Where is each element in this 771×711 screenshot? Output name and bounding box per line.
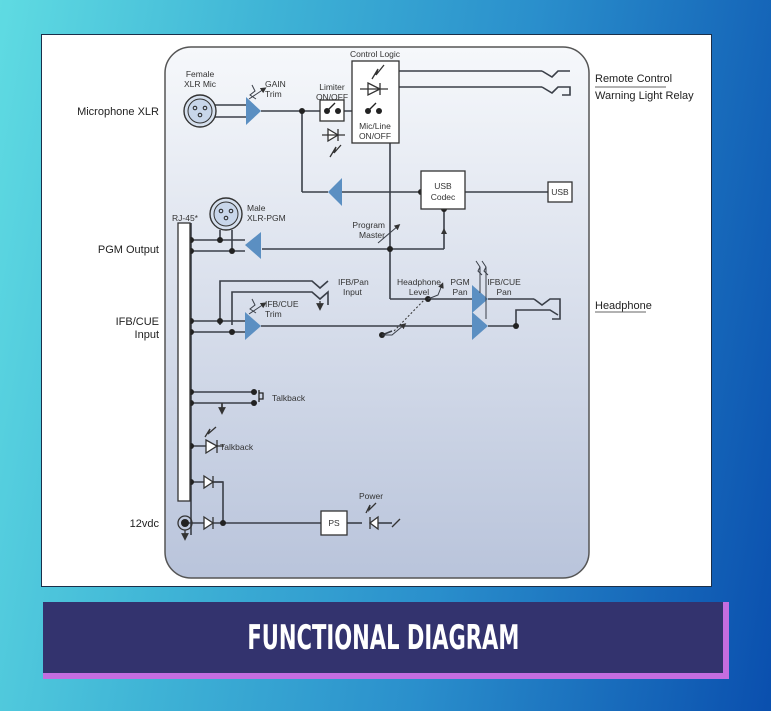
male-xlr-connector-icon [209, 197, 243, 231]
limiter-switch-icon[interactable] [319, 99, 345, 122]
label-female-xlr-2: XLR Mic [184, 79, 217, 89]
pgm-output-amplifier-icon [245, 232, 261, 259]
label-mic-line-1: Mic/Line [359, 121, 391, 131]
label-female-xlr-1: Female [186, 69, 215, 79]
label-mic-line-2: ON/OFF [359, 131, 391, 141]
device-panel [164, 46, 590, 579]
label-talkback-switch: Talkback [272, 393, 306, 403]
label-usb-codec-1: USB [434, 181, 452, 191]
rj45-connector [177, 222, 191, 502]
label-control-logic: Control Logic [350, 49, 401, 59]
diagram-card: Microphone XLR PGM Output IFB/CUE Input … [41, 34, 712, 587]
label-talkback-led: Talkback [220, 442, 254, 452]
label-ifb-pan-2: Input [343, 287, 363, 297]
power-supply-block [320, 510, 348, 536]
label-12vdc: 12vdc [130, 518, 160, 530]
dc-power-jack-icon [177, 515, 193, 541]
label-ifb-cue-trim-1: IFB/CUE [265, 299, 299, 309]
talkback-led-icon [204, 426, 224, 455]
label-limiter-2: ON/OFF [316, 92, 348, 102]
label-limiter-1: Limiter [319, 82, 345, 92]
limiter-led-icon [322, 127, 345, 158]
ifb-cue-amplifier-icon [245, 312, 261, 340]
talkback-switch-icon[interactable] [258, 390, 264, 402]
label-usb-codec-2: Codec [431, 192, 456, 202]
label-headphone: Headphone [595, 300, 652, 312]
label-male-xlr-1: Male [247, 203, 266, 213]
label-gain-1: GAIN [265, 79, 286, 89]
power-led-icon [365, 502, 401, 531]
label-ifb-cue-input-2: Input [135, 329, 159, 341]
label-headphone-level-1: Headphone [397, 277, 441, 287]
title-banner: FUNCTIONAL DIAGRAM [43, 602, 723, 673]
label-pgm-pan-1: PGM [450, 277, 469, 287]
female-xlr-connector-icon [183, 94, 217, 128]
diode-icon [203, 474, 215, 531]
label-ifb-cue-pan-2: Pan [496, 287, 511, 297]
label-headphone-level-2: Level [409, 287, 429, 297]
pgm-pan-amplifier-icon [472, 285, 488, 313]
label-ifb-cue-trim-2: Trim [265, 309, 282, 319]
label-warning-light-relay: Warning Light Relay [595, 90, 694, 102]
label-usb-port: USB [551, 187, 569, 197]
banner-title: FUNCTIONAL DIAGRAM [247, 617, 519, 658]
label-ifb-cue-input-1: IFB/CUE [116, 316, 159, 328]
label-rj45: RJ-45* [172, 213, 199, 223]
ifb-cue-pan-amplifier-icon [472, 312, 488, 340]
label-program-master-1: Program [352, 220, 385, 230]
label-gain-2: Trim [265, 89, 282, 99]
label-male-xlr-2: XLR-PGM [247, 213, 286, 223]
usb-codec-block [420, 170, 466, 210]
usb-port[interactable] [547, 181, 573, 203]
label-ps: PS [328, 518, 340, 528]
label-microphone-xlr: Microphone XLR [77, 106, 159, 118]
gain-amplifier-icon [246, 97, 261, 125]
label-ifb-pan-1: IFB/Pan [338, 277, 369, 287]
label-power: Power [359, 491, 383, 501]
control-logic-led-icon [360, 64, 388, 97]
label-program-master-2: Master [359, 230, 385, 240]
label-ifb-cue-pan-1: IFB/CUE [487, 277, 521, 287]
label-pgm-output: PGM Output [98, 244, 159, 256]
label-pgm-pan-2: Pan [452, 287, 467, 297]
functional-diagram: Microphone XLR PGM Output IFB/CUE Input … [77, 46, 694, 579]
label-remote-control: Remote Control [595, 73, 672, 85]
return-amplifier-icon [328, 178, 342, 206]
